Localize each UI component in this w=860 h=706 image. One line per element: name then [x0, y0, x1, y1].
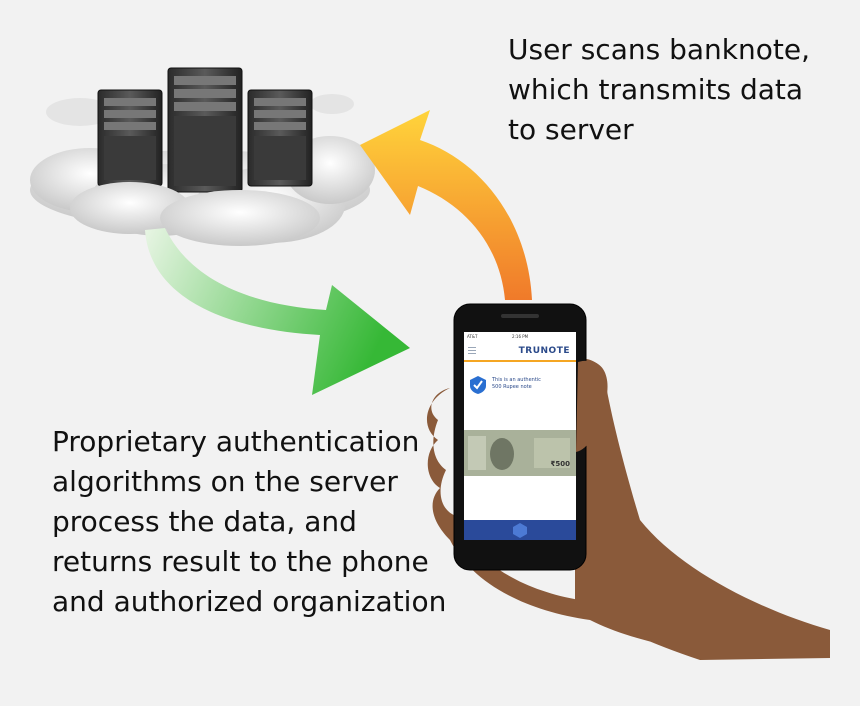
status-bar: AT&T 2:16 PM — [464, 332, 576, 342]
caption-upload: User scans banknote, which transmits dat… — [508, 30, 810, 150]
hand-icon — [426, 358, 830, 660]
caption-line: which transmits data — [508, 73, 804, 106]
server-icon — [97, 89, 163, 187]
cloud-icon — [70, 182, 320, 246]
verification-line-1: This is an authentic — [492, 377, 541, 383]
verification-line-2: 500 Rupee note — [492, 384, 532, 390]
brand-logo: TRUNOTE — [518, 346, 570, 356]
verification-message: This is an authentic 500 Rupee note — [492, 377, 541, 391]
caption-line: algorithms on the server — [52, 465, 398, 498]
caption-line: Proprietary authentication — [52, 425, 420, 458]
phone-screen: AT&T 2:16 PM TRUNOTE This is an authenti… — [464, 332, 576, 540]
banknote-image — [464, 430, 576, 476]
app-header: TRUNOTE — [464, 342, 576, 362]
caption-line: and authorized organization — [52, 585, 447, 618]
server-icon — [167, 67, 243, 193]
upload-arrow — [360, 110, 532, 300]
banknote-icon: ₹500 — [464, 430, 576, 476]
caption-line: User scans banknote, — [508, 33, 810, 66]
status-time: 2:16 PM — [512, 334, 529, 339]
app-footer — [464, 520, 576, 540]
caption-line: process the data, and — [52, 505, 357, 538]
caption-line: returns result to the phone — [52, 545, 429, 578]
download-arrow — [145, 228, 410, 395]
checkmark-shield-icon — [470, 376, 486, 394]
menu-icon[interactable] — [468, 347, 476, 356]
app-logo-icon — [513, 523, 527, 538]
status-carrier: AT&T — [467, 334, 478, 339]
caption-line: to server — [508, 113, 634, 146]
caption-processing: Proprietary authentication algorithms on… — [52, 422, 446, 622]
server-icon — [247, 89, 313, 187]
thumb — [576, 360, 608, 452]
note-value: ₹500 — [550, 460, 570, 468]
verification-result: This is an authentic 500 Rupee note — [470, 376, 570, 400]
